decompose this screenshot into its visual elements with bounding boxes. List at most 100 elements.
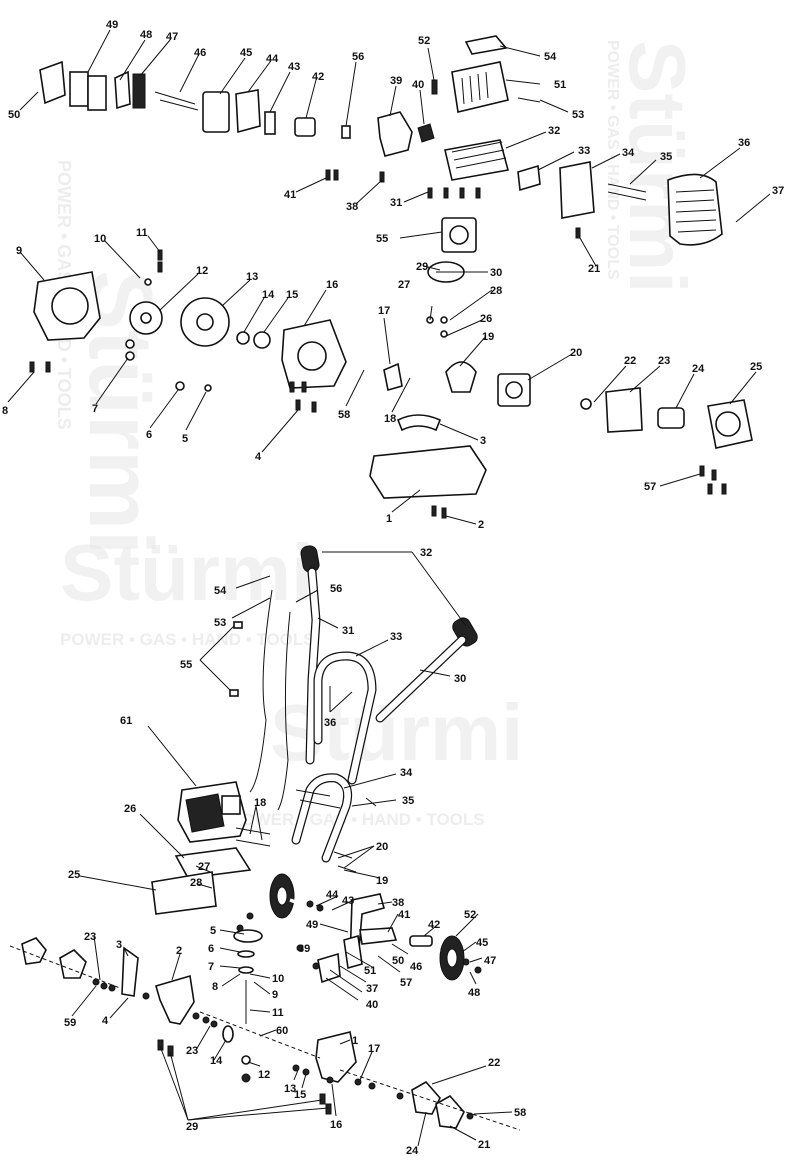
callout-16: 16 xyxy=(326,279,338,291)
callout-49: 49 xyxy=(306,919,318,931)
callout-56: 56 xyxy=(352,51,364,63)
callout-50: 50 xyxy=(392,955,404,967)
callout-46: 46 xyxy=(410,961,422,973)
callout-17: 17 xyxy=(378,305,390,317)
callout-30: 30 xyxy=(454,673,466,685)
callout-52: 52 xyxy=(418,35,430,47)
callout-29: 29 xyxy=(416,261,428,273)
callout-36: 36 xyxy=(324,717,336,729)
callout-38: 38 xyxy=(392,897,404,909)
callout-44: 44 xyxy=(266,53,279,65)
callout-7: 7 xyxy=(92,403,98,415)
callout-53: 53 xyxy=(214,617,226,629)
callout-32: 32 xyxy=(420,547,432,559)
callout-1: 1 xyxy=(386,513,392,525)
callout-30: 30 xyxy=(490,267,502,279)
callout-61: 61 xyxy=(120,715,132,727)
watermark-tagline: POWER • GAS • HAND • TOOLS xyxy=(230,810,485,829)
callout-20: 20 xyxy=(570,347,582,359)
callout-8: 8 xyxy=(2,405,8,417)
callout-16: 16 xyxy=(330,1119,342,1131)
callout-33: 33 xyxy=(578,145,590,157)
callout-28: 28 xyxy=(190,877,202,889)
callout-10: 10 xyxy=(272,973,284,985)
callout-50: 50 xyxy=(8,109,20,121)
callout-45: 45 xyxy=(476,937,488,949)
callout-26: 26 xyxy=(124,803,136,815)
callout-19: 19 xyxy=(376,875,388,887)
callout-52: 52 xyxy=(464,909,476,921)
watermark-brand: Stürmi xyxy=(60,528,313,617)
callout-43: 43 xyxy=(342,895,354,907)
callout-2: 2 xyxy=(478,519,484,531)
callout-34: 34 xyxy=(400,767,413,779)
callout-56: 56 xyxy=(330,583,342,595)
callout-9: 9 xyxy=(272,989,278,1001)
callout-35: 35 xyxy=(402,795,414,807)
callout-42: 42 xyxy=(428,919,440,931)
callout-24: 24 xyxy=(406,1145,419,1157)
callout-22: 22 xyxy=(624,355,636,367)
callout-57: 57 xyxy=(400,977,412,989)
callout-41: 41 xyxy=(284,189,296,201)
callout-29: 29 xyxy=(186,1121,198,1133)
callout-15: 15 xyxy=(286,289,298,301)
callout-4: 4 xyxy=(102,1015,109,1027)
callout-23: 23 xyxy=(658,355,670,367)
callout-42: 42 xyxy=(312,71,324,83)
callout-21: 21 xyxy=(588,263,600,275)
callout-8: 8 xyxy=(212,981,218,993)
callout-48: 48 xyxy=(468,987,480,999)
callout-39: 39 xyxy=(298,943,310,955)
callout-17: 17 xyxy=(368,1043,380,1055)
callout-51: 51 xyxy=(364,965,376,977)
callout-13: 13 xyxy=(246,271,258,283)
callout-38: 38 xyxy=(346,201,358,213)
watermark-brand: Stürmi xyxy=(613,40,702,293)
callout-10: 10 xyxy=(94,233,106,245)
callout-24: 24 xyxy=(692,363,705,375)
callout-26: 26 xyxy=(480,313,492,325)
callout-60: 60 xyxy=(276,1025,288,1037)
callout-27: 27 xyxy=(198,861,210,873)
callout-41: 41 xyxy=(398,909,410,921)
callout-9: 9 xyxy=(16,245,22,257)
callout-57: 57 xyxy=(644,481,656,493)
callout-31: 31 xyxy=(342,625,354,637)
callout-12: 12 xyxy=(196,265,208,277)
callout-46: 46 xyxy=(194,47,206,59)
callout-44: 44 xyxy=(326,889,339,901)
callout-15: 15 xyxy=(294,1089,306,1101)
callout-2: 2 xyxy=(176,945,182,957)
callout-25: 25 xyxy=(68,869,80,881)
callout-59: 59 xyxy=(64,1017,76,1029)
callout-23: 23 xyxy=(84,931,96,943)
callout-55: 55 xyxy=(376,233,388,245)
callout-25: 25 xyxy=(750,361,762,373)
callout-58: 58 xyxy=(514,1107,526,1119)
callout-14: 14 xyxy=(262,289,275,301)
callout-34: 34 xyxy=(622,147,635,159)
callout-55: 55 xyxy=(180,659,192,671)
callout-19: 19 xyxy=(482,331,494,343)
callout-7: 7 xyxy=(208,961,214,973)
callout-47: 47 xyxy=(484,955,496,967)
callout-6: 6 xyxy=(146,429,152,441)
callout-18: 18 xyxy=(384,413,396,425)
callout-11: 11 xyxy=(136,227,148,239)
callout-54: 54 xyxy=(214,585,227,597)
callout-5: 5 xyxy=(210,925,216,937)
callout-33: 33 xyxy=(390,631,402,643)
callout-39: 39 xyxy=(390,75,402,87)
callout-13: 13 xyxy=(284,1083,296,1095)
callout-54: 54 xyxy=(544,51,557,63)
callout-40: 40 xyxy=(366,999,378,1011)
watermark-tagline: POWER • GAS • HAND • TOOLS xyxy=(604,40,621,280)
callout-43: 43 xyxy=(288,61,300,73)
callout-27: 27 xyxy=(398,279,410,291)
callout-14: 14 xyxy=(210,1055,223,1067)
callout-47: 47 xyxy=(166,31,178,43)
callout-12: 12 xyxy=(258,1069,270,1081)
engine-exploded-view: 1 2 3 4 5 6 7 8 9 10 11 12 13 14 15 16 1… xyxy=(2,19,784,531)
